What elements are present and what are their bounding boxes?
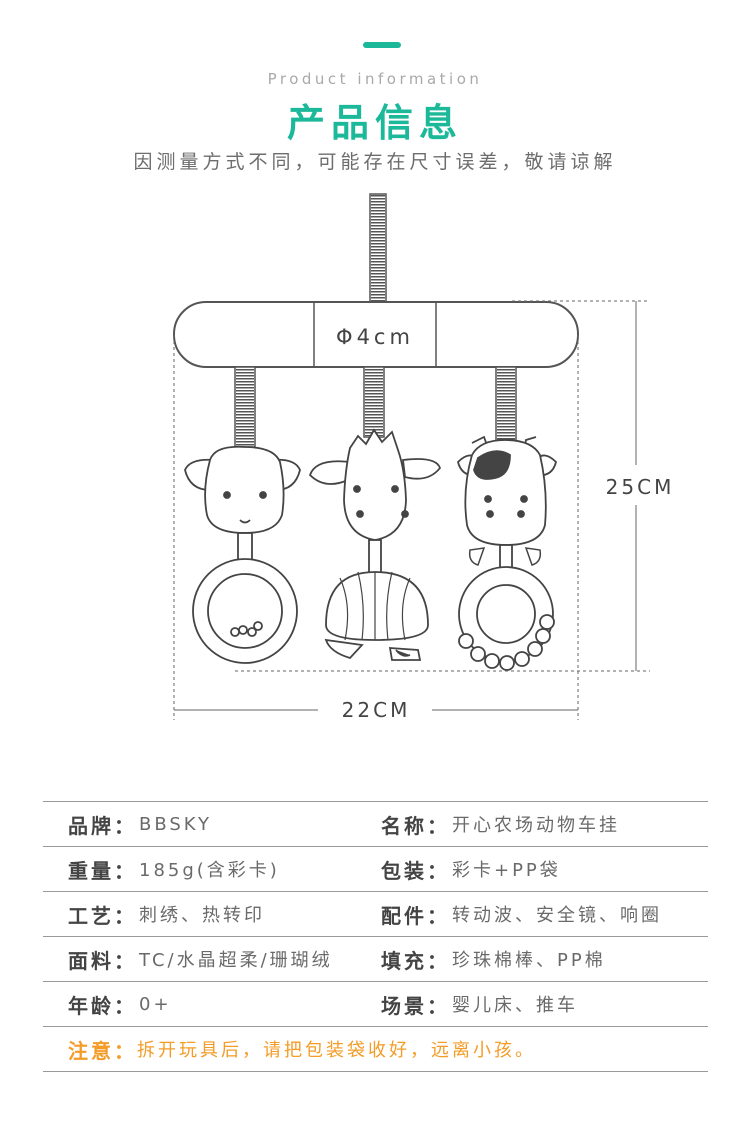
name-label: 名称： bbox=[381, 813, 450, 838]
filling-value: 珍珠棉棒、PP棉 bbox=[452, 950, 606, 971]
product-illustration: Φ4cm bbox=[173, 193, 675, 722]
spec-row: 工艺：刺绣、热转印 配件：转动波、安全镜、响圈 bbox=[43, 891, 708, 936]
sheep-toy bbox=[184, 445, 301, 664]
height-label: 25CM bbox=[606, 475, 675, 499]
fabric-label: 面料： bbox=[68, 948, 137, 973]
section-title: 产品信息 bbox=[286, 101, 463, 145]
spec-row: 品牌：BBSKY 名称：开心农场动物车挂 bbox=[43, 801, 708, 846]
accessories-label: 配件： bbox=[381, 903, 450, 928]
packaging-label: 包装： bbox=[381, 858, 450, 883]
cow-toy-right bbox=[457, 435, 557, 671]
spec-row: 重量：185g(含彩卡) 包装：彩卡+PP袋 bbox=[43, 846, 708, 891]
measurement-note: 因测量方式不同，可能存在尺寸误差，敬请谅解 bbox=[133, 151, 617, 173]
age-value: 0+ bbox=[139, 993, 172, 1015]
cow-toy-middle bbox=[308, 428, 442, 661]
filling-label: 填充： bbox=[381, 948, 450, 973]
age-label: 年龄： bbox=[68, 993, 137, 1018]
section-subtitle-en: Product information bbox=[267, 70, 483, 88]
brand-label: 品牌： bbox=[68, 813, 137, 838]
weight-value: 185g(含彩卡) bbox=[139, 860, 280, 881]
hanging-straps bbox=[234, 366, 517, 448]
warning-text: 拆开玩具后，请把包装袋收好，远离小孩。 bbox=[137, 1040, 536, 1061]
dimension-lines bbox=[173, 300, 650, 720]
hanging-bar: Φ4cm bbox=[173, 301, 579, 368]
craft-label: 工艺： bbox=[68, 903, 137, 928]
diameter-label: Φ4cm bbox=[336, 325, 414, 349]
scene-label: 场景： bbox=[381, 993, 450, 1018]
craft-value: 刺绣、热转印 bbox=[139, 905, 265, 926]
width-label: 22CM bbox=[342, 698, 411, 722]
bead-ring bbox=[458, 614, 555, 671]
spec-table: 品牌：BBSKY 名称：开心农场动物车挂 重量：185g(含彩卡) 包装：彩卡+… bbox=[43, 801, 708, 1072]
accessories-value: 转动波、安全镜、响圈 bbox=[452, 905, 662, 926]
accent-bar bbox=[363, 42, 401, 48]
scene-value: 婴儿床、推车 bbox=[452, 995, 578, 1016]
brand-value: BBSKY bbox=[139, 813, 212, 835]
spec-row: 面料：TC/水晶超柔/珊瑚绒 填充：珍珠棉棒、PP棉 bbox=[43, 936, 708, 981]
top-strap bbox=[369, 193, 387, 303]
fabric-value: TC/水晶超柔/珊瑚绒 bbox=[139, 950, 333, 971]
packaging-value: 彩卡+PP袋 bbox=[452, 860, 561, 881]
warning-label: 注意： bbox=[68, 1038, 137, 1063]
name-value: 开心农场动物车挂 bbox=[452, 815, 620, 836]
weight-label: 重量： bbox=[68, 858, 137, 883]
spec-row: 年龄：0+ 场景：婴儿床、推车 bbox=[43, 981, 708, 1026]
dimension-arrows bbox=[174, 301, 637, 711]
warning-row: 注意： 拆开玩具后，请把包装袋收好，远离小孩。 bbox=[43, 1026, 708, 1072]
